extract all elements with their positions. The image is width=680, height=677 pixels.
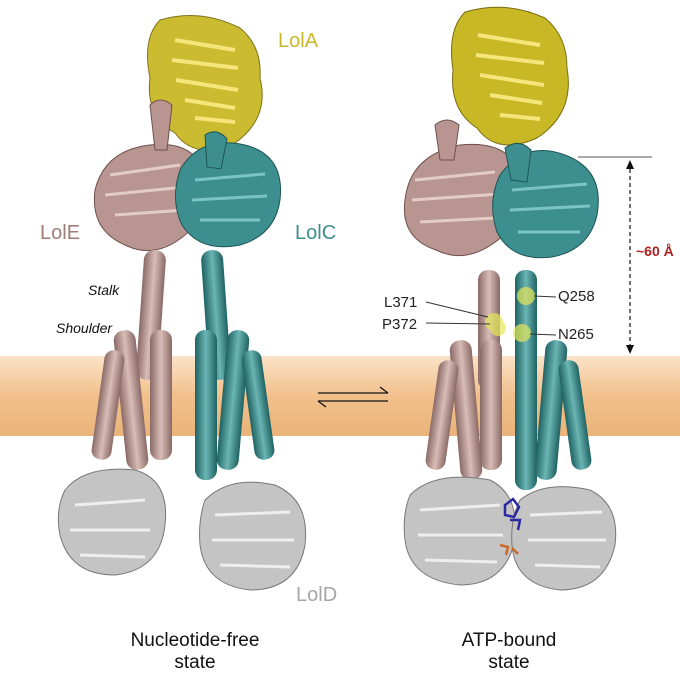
- right-caption-line2: state: [488, 652, 530, 673]
- distance-label: ~60 Å: [636, 243, 674, 259]
- q258-highlight: [517, 287, 535, 305]
- residue-highlights: [485, 287, 535, 342]
- arrow-up-icon: [626, 160, 634, 169]
- n265-label: N265: [558, 326, 594, 343]
- left-structure: [57, 15, 307, 591]
- left-caption-line1: Nucleotide-free: [130, 630, 260, 651]
- lolc-label: LolC: [295, 222, 337, 244]
- right-caption: ATP-bound state: [404, 630, 614, 674]
- right-caption-line1: ATP-bound: [461, 630, 557, 651]
- stalk-label: Stalk: [88, 282, 120, 298]
- distance-indicator: [578, 156, 652, 354]
- residue-leader-lines: [425, 295, 557, 336]
- left-lolc-helices: [195, 250, 275, 480]
- p372-label: P372: [382, 316, 418, 333]
- left-lole-periplasmic: [93, 99, 207, 252]
- left-lolc-periplasmic: [175, 131, 282, 248]
- left-caption: Nucleotide-free state: [90, 630, 300, 674]
- lola-label: LolA: [278, 30, 319, 52]
- right-lole-helices: [425, 270, 502, 480]
- l371-label: L371: [384, 294, 418, 311]
- left-lole-helices: [91, 250, 172, 470]
- q258-label: Q258: [558, 288, 595, 305]
- left-caption-line2: state: [174, 652, 216, 673]
- right-lola-domain: [451, 6, 569, 146]
- right-lole-periplasmic: [403, 119, 523, 257]
- lole-label: LolE: [40, 222, 81, 244]
- n265-highlight: [513, 324, 531, 342]
- right-lolc-periplasmic: [492, 143, 599, 259]
- lold-label: LolD: [296, 584, 338, 606]
- right-lold-domains: [403, 476, 617, 591]
- right-structure: [403, 6, 617, 591]
- left-lold-domains: [57, 468, 307, 591]
- p372-highlight: [490, 320, 506, 336]
- atp-molecules: [499, 497, 522, 556]
- shoulder-label: Shoulder: [56, 320, 113, 336]
- arrow-down-icon: [626, 345, 634, 354]
- equilibrium-arrows-icon: [317, 386, 389, 408]
